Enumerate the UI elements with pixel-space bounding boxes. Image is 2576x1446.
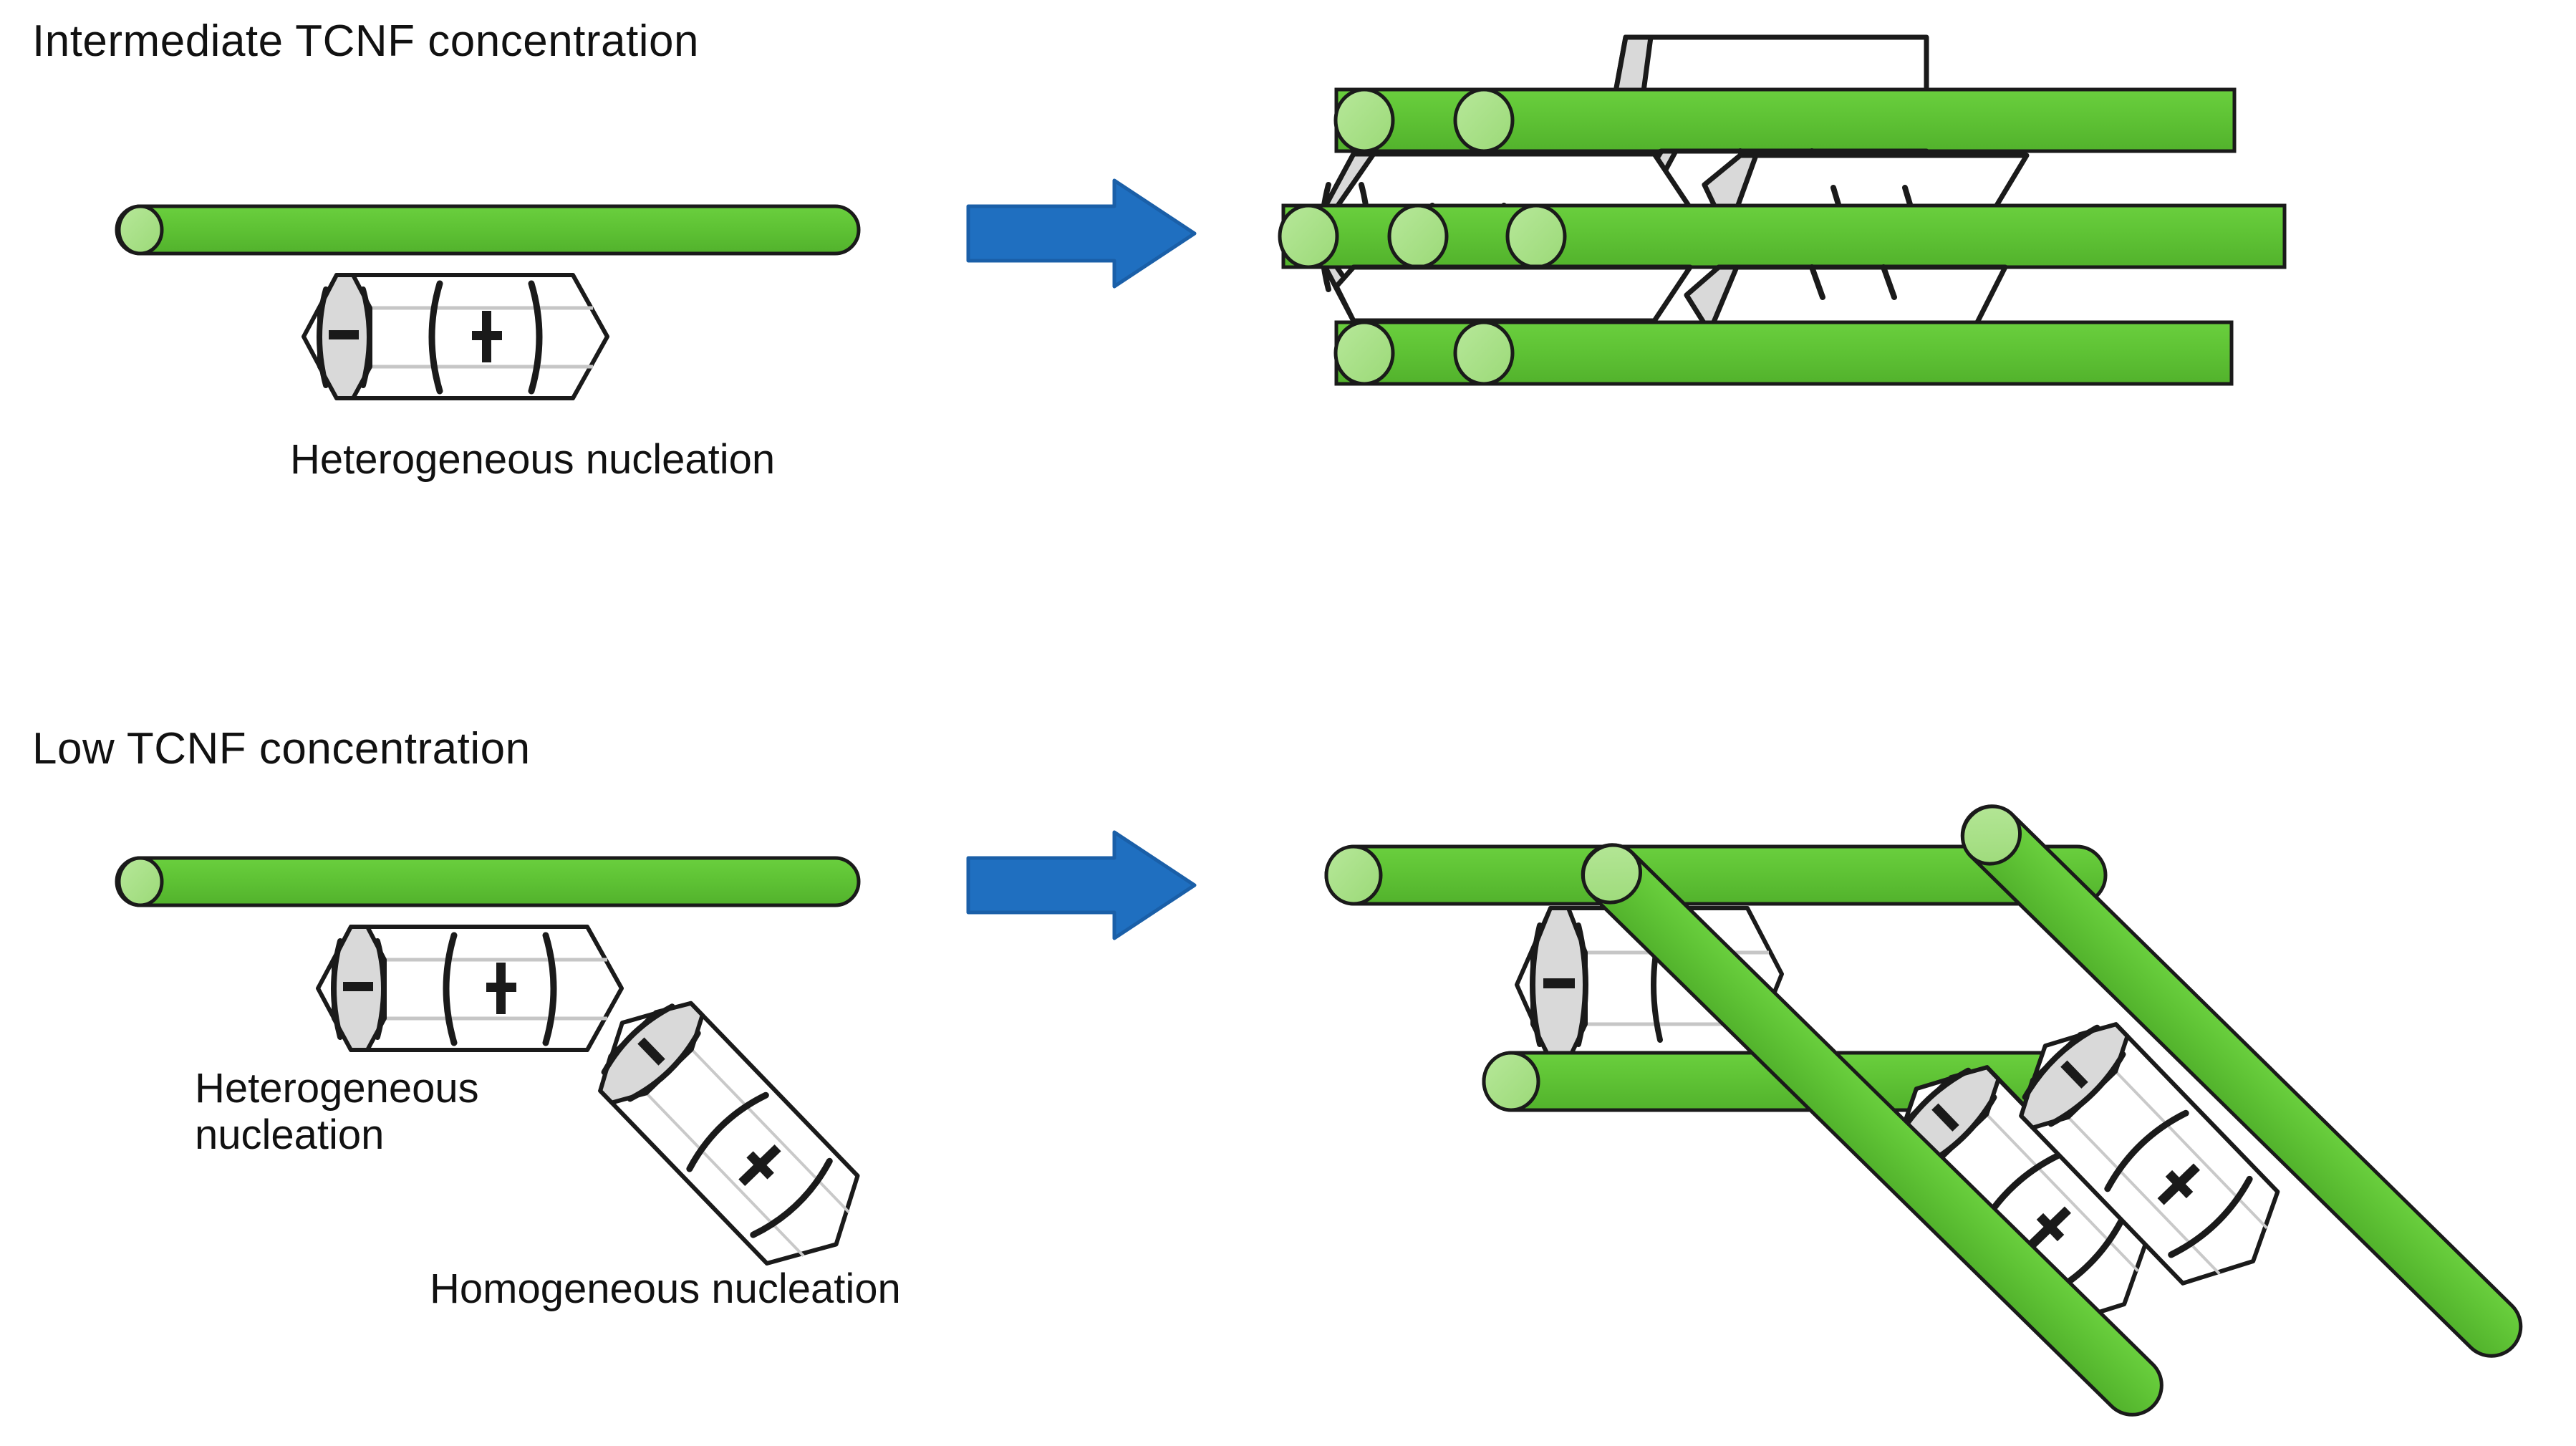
- fiber-1-intermediate: [1333, 87, 2237, 153]
- crystal-homogeneous-right-b-low: [2019, 1022, 2280, 1286]
- caption-heterogeneous-nucleation-intermediate: Heterogeneous nucleation: [290, 436, 776, 483]
- fiber-single-intermediate: [115, 204, 861, 256]
- transformation-arrow-intermediate: [966, 178, 1197, 289]
- caption-homogeneous-nucleation-low: Homogeneous nucleation: [430, 1266, 901, 1312]
- crystal-heterogeneous-intermediate: [302, 273, 609, 400]
- fiber-single-low: [115, 856, 861, 907]
- fiber-2-intermediate: [1278, 203, 2287, 269]
- panel-title-low: Low TCNF concentration: [32, 724, 531, 773]
- crystal-homogeneous-low: [598, 1001, 860, 1266]
- transformation-arrow-low: [966, 830, 1197, 940]
- fiber-diagonal-left-low: [1581, 843, 2163, 1417]
- fiber-horizontal-top-low: [1324, 844, 2108, 906]
- fiber-3-intermediate: [1333, 320, 2234, 386]
- crystal-heterogeneous-low: [316, 925, 624, 1052]
- fiber-diagonal-right-low: [1960, 804, 2523, 1358]
- panel-title-intermediate: Intermediate TCNF concentration: [32, 16, 699, 66]
